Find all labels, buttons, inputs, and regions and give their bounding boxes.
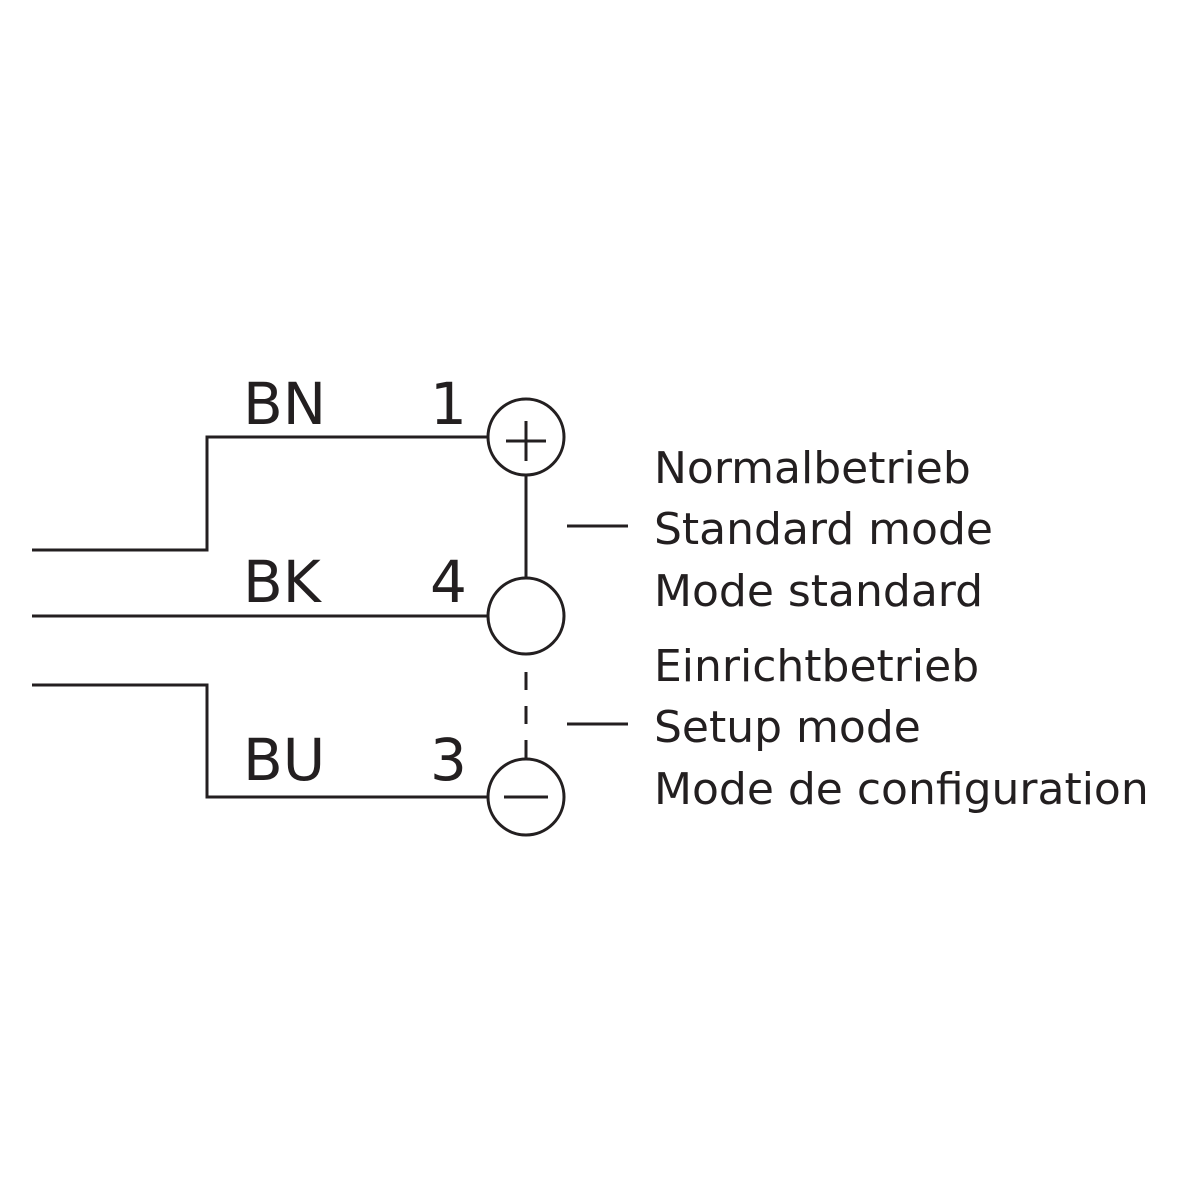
pin-number-1: 1 <box>430 370 467 438</box>
wire-label-bu: BU <box>243 726 325 794</box>
mode-setup-de: Einrichtbetrieb <box>654 641 979 692</box>
mode-setup-en: Setup mode <box>654 702 921 753</box>
wire-label-bk: BK <box>243 548 323 616</box>
mode-normal-en: Standard mode <box>654 504 993 555</box>
mode-normal-de: Normalbetrieb <box>654 443 971 494</box>
mode-normal-fr: Mode standard <box>654 566 983 617</box>
pin-4-circle <box>486 576 566 656</box>
mode-setup-fr: Mode de configuration <box>654 764 1149 815</box>
wire-label-bn: BN <box>243 370 326 438</box>
plus-icon <box>506 421 546 461</box>
pin-number-3: 3 <box>430 726 467 794</box>
pin-number-4: 4 <box>430 548 467 616</box>
wire-bu <box>32 683 488 799</box>
wire-bn <box>32 435 488 552</box>
